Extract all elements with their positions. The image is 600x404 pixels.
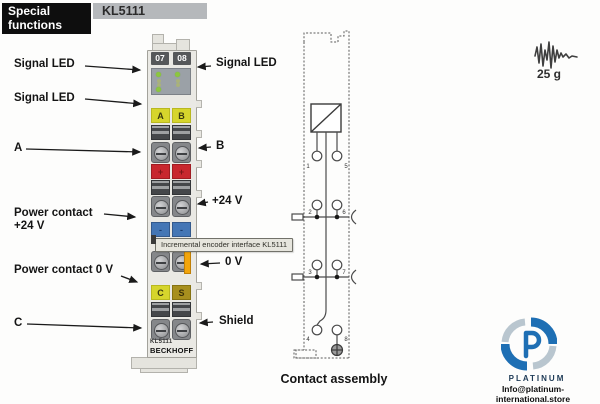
power-contact-blade-0v	[291, 273, 304, 281]
cage-clamp-slot	[151, 180, 170, 195]
module-model-text: KL5111	[150, 339, 173, 345]
terminal-label-plus-right: +	[172, 164, 191, 179]
contact-point-3	[311, 259, 323, 271]
spring-contact-0v	[350, 269, 357, 285]
section-header-line1: Special	[8, 4, 51, 18]
ground-symbol	[330, 343, 344, 357]
contact-assembly-outline	[293, 30, 350, 359]
contact-point-6	[331, 199, 343, 211]
vibration-icon	[534, 41, 578, 69]
label-signal-led-left-2: Signal LED	[14, 92, 75, 104]
screw-contact-2	[151, 196, 170, 217]
module-side-tooth	[196, 312, 202, 320]
contact-point-5	[331, 150, 343, 162]
channel-number-08: 08	[173, 52, 191, 65]
cursor-icon	[151, 235, 156, 244]
label-power-contact-0v: Power contact 0 V	[14, 264, 114, 276]
cage-clamp-slot	[172, 180, 191, 195]
signal-led-indicator	[176, 79, 180, 83]
terminal-label-b: B	[172, 108, 191, 123]
terminal-number-2: 2	[308, 210, 312, 216]
logo-swirl-blue-bottom	[501, 343, 528, 371]
label-signal-led-right: Signal LED	[216, 57, 277, 69]
signal-led-indicator	[157, 79, 161, 83]
label-b: B	[216, 140, 225, 152]
signal-led-indicator	[156, 87, 161, 92]
label-shield: Shield	[219, 315, 254, 327]
terminal-number-1: 1	[306, 164, 310, 170]
label-power-contact-24v-line1: Power contact	[14, 207, 93, 219]
contact-assembly-circuit	[291, 103, 357, 357]
signal-led-indicator	[157, 83, 161, 87]
label-0v: 0 V	[225, 256, 243, 268]
screw-contact-3	[151, 251, 170, 272]
model-header: KL5111	[93, 3, 207, 19]
signal-led-indicator	[156, 72, 161, 77]
brand-name: PLATINUM	[508, 374, 566, 383]
screw-contact-5	[172, 142, 191, 163]
signal-led-indicator	[175, 72, 180, 77]
module-foot-step	[140, 368, 188, 373]
label-c: C	[14, 317, 23, 329]
terminal-number-6: 6	[342, 210, 346, 216]
tooltip: Incremental encoder interface KL5111	[155, 238, 294, 252]
contact-point-1	[311, 150, 323, 162]
section-header-special-functions: Special functions	[2, 3, 91, 34]
screw-contact-8	[172, 319, 191, 340]
spring-contact-24v	[350, 209, 357, 225]
brand-email: Info@platinum-international.store	[495, 384, 571, 404]
cage-clamp-slot	[151, 302, 170, 317]
label-power-contact-24v: Power contact +24 V	[14, 207, 93, 233]
module-side-tooth	[196, 282, 202, 290]
power-contact-blade-24v	[291, 213, 304, 221]
label-power-contact-24v-line2: +24 V	[14, 220, 45, 232]
module-side-tooth	[196, 160, 202, 168]
contact-point-7	[331, 259, 343, 271]
logo-swirl-gray-bottom	[532, 345, 557, 370]
channel-number-07: 07	[151, 52, 169, 65]
module-side-tooth	[196, 130, 202, 138]
label-a: A	[14, 142, 23, 154]
contact-point-2	[311, 199, 323, 211]
contact-assembly-numbers: 1 5 2 6 3 7 4 8	[306, 164, 348, 343]
terminal-label-a: A	[151, 108, 170, 123]
weight-value: 25 g	[537, 67, 562, 81]
encoder-converter-symbol	[310, 103, 342, 133]
label-plus-24v: +24 V	[212, 195, 243, 207]
module-side-tooth	[196, 190, 202, 198]
cage-clamp-slot	[172, 302, 191, 317]
terminal-label-c: C	[151, 285, 170, 300]
section-header-line2: functions	[8, 17, 62, 32]
screw-contact-4	[151, 319, 170, 340]
module-brand-text: BECKHOFF	[150, 346, 194, 355]
terminal-label-shield: S	[172, 285, 191, 300]
cage-clamp-slot	[151, 125, 170, 140]
terminal-number-8: 8	[344, 337, 348, 343]
terminal-label-plus-left: +	[151, 164, 170, 179]
logo-p-glyph	[523, 330, 542, 359]
center-conductor	[316, 132, 327, 326]
screw-contact-1	[151, 142, 170, 163]
module-side-tooth	[196, 100, 202, 108]
cage-clamp-slot	[172, 125, 191, 140]
terminal-number-3: 3	[308, 270, 312, 276]
logo-swirl-gray-top	[501, 318, 526, 343]
contact-point-4	[311, 324, 323, 336]
logo-swirl-blue-top	[530, 317, 557, 345]
terminal-number-5: 5	[344, 164, 348, 170]
signal-led-indicator	[176, 83, 180, 87]
contact-assembly-title: Contact assembly	[280, 372, 388, 386]
terminal-label-minus-left: -	[151, 222, 170, 237]
terminal-label-minus-right: -	[172, 222, 191, 237]
terminal-number-4: 4	[306, 337, 310, 343]
label-signal-led-left-1: Signal LED	[14, 58, 75, 70]
screw-contact-6	[172, 196, 191, 217]
platinum-logo	[501, 317, 557, 371]
contact-point-8	[331, 324, 343, 336]
terminal-number-7: 7	[342, 270, 346, 276]
